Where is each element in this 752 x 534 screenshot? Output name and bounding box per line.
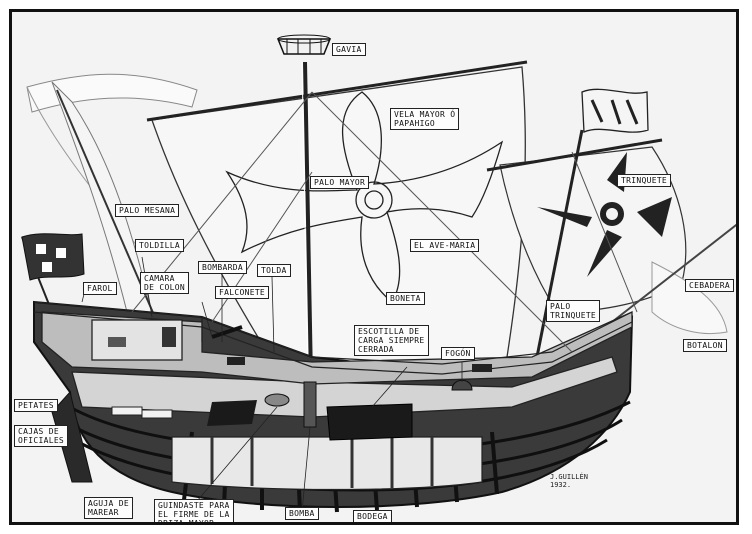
capstan xyxy=(264,393,290,407)
crows-nest xyxy=(276,34,332,55)
ship-cutaway-drawing xyxy=(21,34,736,513)
label-palo-mesana: PALO MESANA xyxy=(115,204,180,217)
cargo-hatch xyxy=(326,403,413,441)
main-sail-cross xyxy=(225,91,504,303)
label-palo-mayor: PALO MAYOR xyxy=(310,176,370,189)
label-el-ave-maria: EL AVE-MARIA xyxy=(410,239,480,252)
label-palo-trinquete: PALO TRINQUETE xyxy=(546,300,601,322)
label-cajas-de-oficiales: CAJAS DE OFICIALES xyxy=(14,425,69,447)
hold-interior xyxy=(171,436,483,491)
artist-signature: J.GUILLÉN 1932. xyxy=(550,473,588,489)
label-botalon: BOTALON xyxy=(683,339,727,352)
bowsprit xyxy=(611,223,736,323)
label-cebadera: CEBADERA xyxy=(685,279,734,292)
label-farol: FAROL xyxy=(83,282,117,295)
label-bodega: BODEGA xyxy=(353,510,392,522)
stern-flag xyxy=(21,233,85,313)
cannons xyxy=(211,325,492,372)
label-vela-mayor: VELA MAYOR Ó PAPAHIGO xyxy=(390,108,460,130)
pump xyxy=(303,381,317,428)
galley-stove xyxy=(451,379,473,391)
label-guindaste: GUINDASTE PARA EL FIRME DE LA DRIZA MAYO… xyxy=(154,499,234,522)
stern-counter xyxy=(51,390,93,483)
main-yard xyxy=(146,60,528,122)
label-aguja-de-marear: AGUJA DE MAREAR xyxy=(84,497,133,519)
label-falconete: FALCONETE xyxy=(215,286,270,299)
label-escotilla: ESCOTILLA DE CARGA SIEMPRE CERRADA xyxy=(354,325,429,356)
bedrolls xyxy=(111,406,173,419)
deck-hatch xyxy=(207,400,257,426)
label-fogon: FOGÓN xyxy=(441,347,475,360)
label-gavia: GAVIA xyxy=(332,43,366,56)
label-bombarda: BOMBARDA xyxy=(198,261,247,274)
label-trinquete: TRINQUETE xyxy=(617,174,672,187)
label-bomba: BOMBA xyxy=(285,507,319,520)
fore-flag xyxy=(530,88,649,383)
label-camara-de-colon: CAMARA DE COLON xyxy=(140,272,189,294)
illustration-frame: GAVIA VELA MAYOR Ó PAPAHIGO PALO MAYOR T… xyxy=(9,9,739,525)
label-toldilla: TOLDILLA xyxy=(135,239,184,252)
label-tolda: TOLDA xyxy=(257,264,291,277)
label-petates: PETATES xyxy=(14,399,58,412)
fore-yard xyxy=(486,138,663,172)
fore-sail xyxy=(499,146,687,313)
pennant-streamer xyxy=(26,73,198,113)
label-boneta: BONETA xyxy=(386,292,425,305)
spritsail xyxy=(651,261,728,335)
